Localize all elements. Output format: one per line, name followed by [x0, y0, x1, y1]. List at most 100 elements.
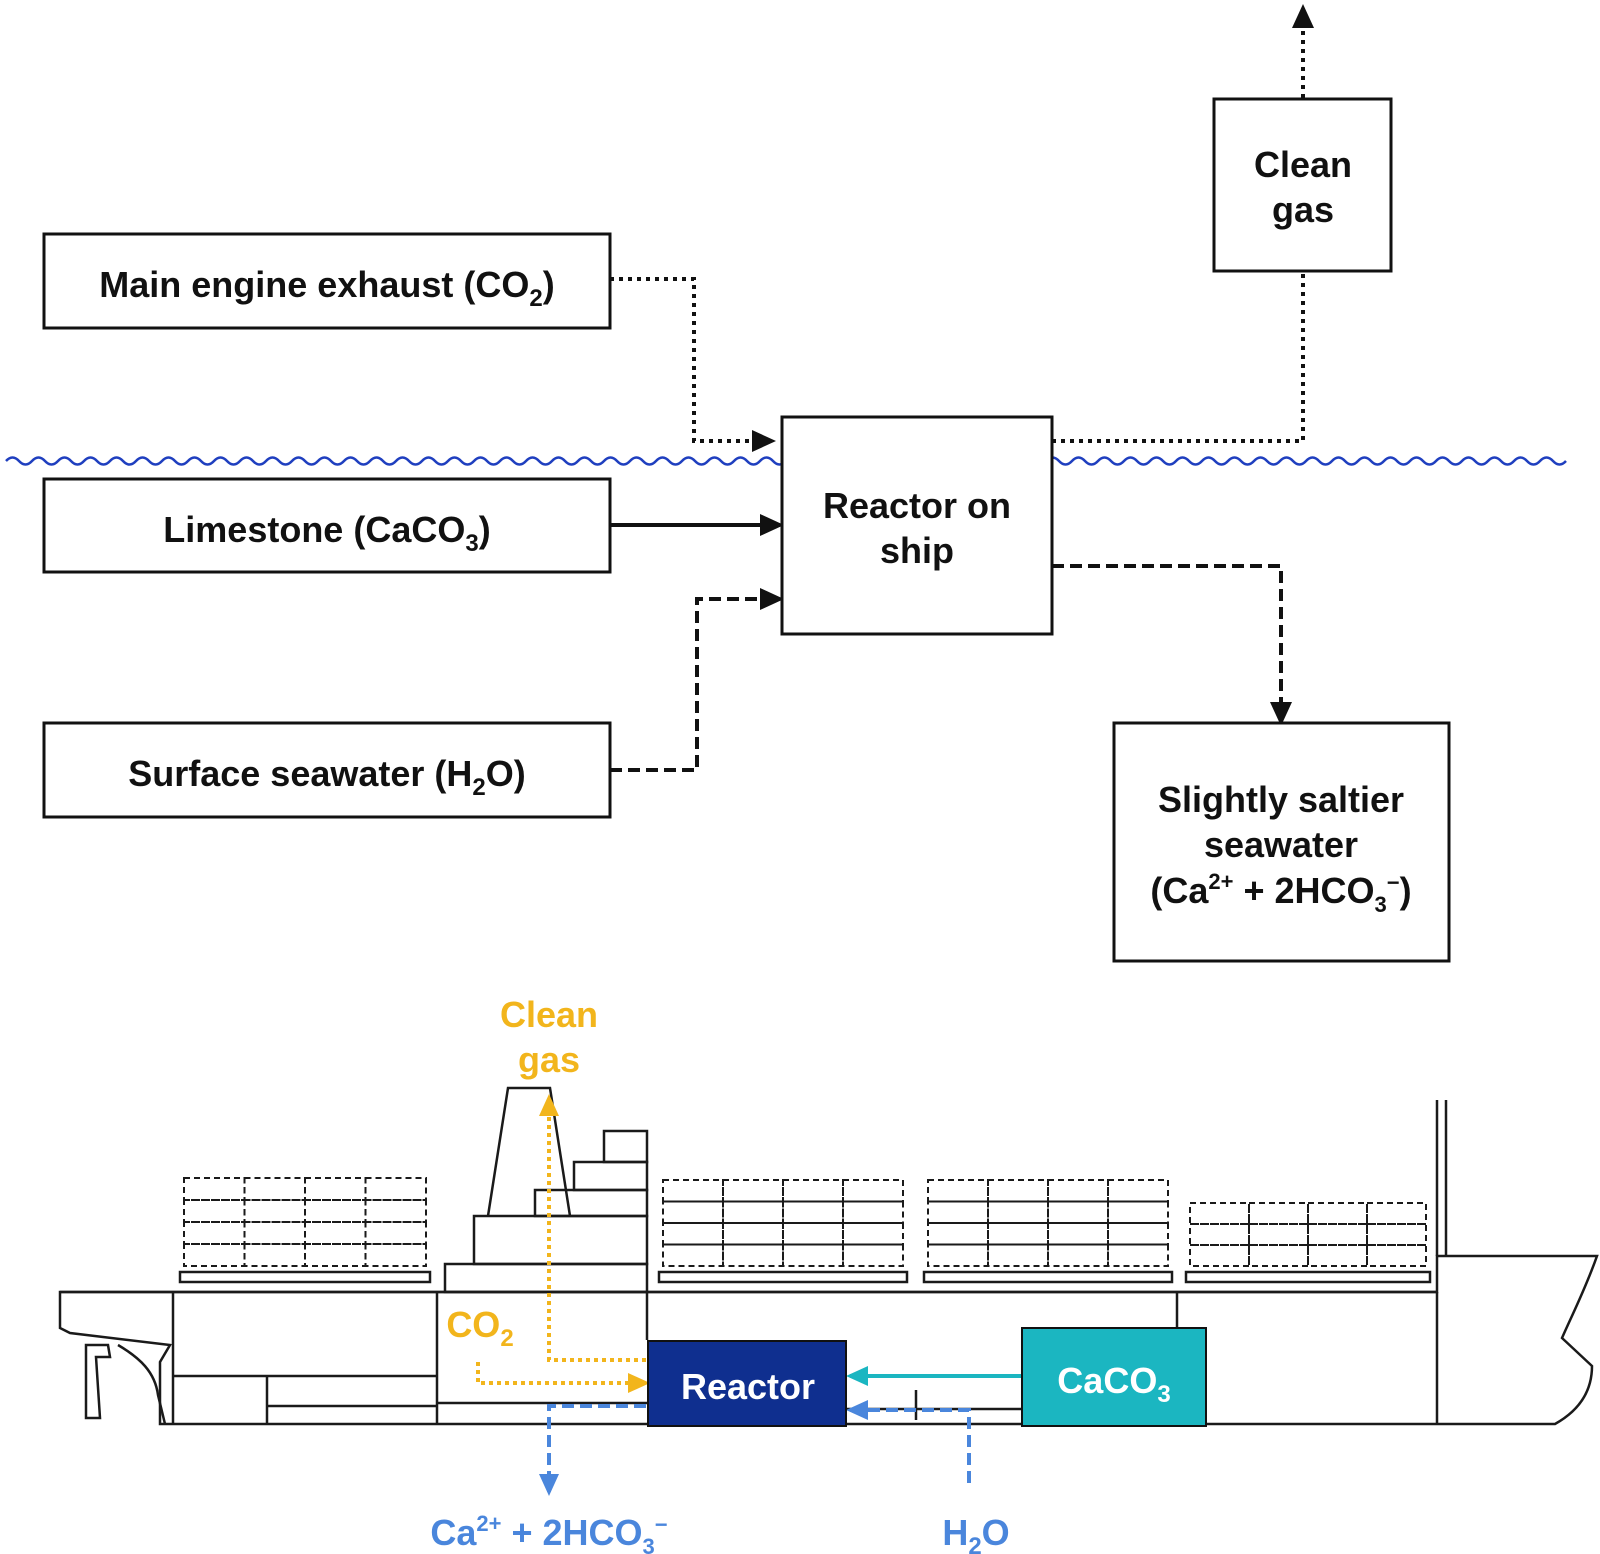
container — [987, 1200, 1049, 1224]
ship-hull — [58, 1254, 1599, 1426]
container — [662, 1222, 724, 1246]
container — [1248, 1223, 1309, 1246]
container — [722, 1243, 784, 1267]
ship-illustration — [58, 1086, 1599, 1426]
hatch-cover — [657, 1270, 909, 1284]
exhaust-box: Main engine exhaust (CO2) — [42, 232, 612, 330]
container — [183, 1221, 246, 1245]
container — [304, 1221, 367, 1245]
container — [782, 1200, 844, 1224]
container — [782, 1222, 844, 1246]
clean-gas-line1: Clean — [1254, 144, 1352, 185]
container — [1307, 1244, 1368, 1267]
container — [1366, 1202, 1427, 1225]
hatch-cover — [1184, 1270, 1432, 1284]
container — [364, 1177, 427, 1201]
container — [927, 1200, 989, 1224]
container — [243, 1243, 306, 1267]
container — [662, 1200, 724, 1224]
container — [364, 1243, 427, 1267]
container — [662, 1243, 724, 1267]
ship-caco3-label: CaCO3 — [1057, 1360, 1170, 1408]
container — [927, 1222, 989, 1246]
container — [1107, 1243, 1169, 1267]
limestone-label: Limestone (CaCO3) — [163, 509, 490, 557]
exhaust-to-reactor-arrow — [610, 277, 776, 452]
container — [927, 1179, 989, 1203]
container — [722, 1200, 784, 1224]
seawater-to-reactor-arrow — [610, 588, 784, 772]
container — [1366, 1223, 1427, 1246]
saltier-line1: Slightly saltier — [1158, 779, 1404, 820]
container — [183, 1243, 246, 1267]
container — [987, 1179, 1049, 1203]
ship-water-in-arrow — [846, 1400, 971, 1483]
container — [1047, 1243, 1109, 1267]
container — [842, 1200, 904, 1224]
hatch-cover — [178, 1270, 432, 1284]
container — [1189, 1244, 1250, 1267]
container — [1047, 1200, 1109, 1224]
ship-funnel — [486, 1086, 572, 1217]
ship-clean-gas-label-line1: Clean — [500, 994, 598, 1035]
saltier-line2: seawater — [1204, 824, 1358, 865]
container — [364, 1221, 427, 1245]
container — [183, 1177, 246, 1201]
clean-gas-box: Clean gas — [1212, 97, 1393, 273]
ship-water-label: H2O — [942, 1512, 1009, 1554]
container — [243, 1221, 306, 1245]
ship-clean-gas-label-line2: gas — [518, 1039, 580, 1080]
container — [243, 1177, 306, 1201]
container — [1307, 1202, 1368, 1225]
saltier-line3: (Ca2+ + 2HCO3−) — [1150, 869, 1411, 917]
reactor-to-saltier-seawater-arrow — [1052, 564, 1292, 726]
reactor-label-line2: ship — [880, 530, 954, 571]
ship-co2-label: CO2 — [446, 1304, 513, 1352]
container — [1248, 1202, 1309, 1225]
container — [782, 1179, 844, 1203]
ship-caco3-block: CaCO3 — [1021, 1327, 1207, 1427]
reactor-label-line1: Reactor on — [823, 485, 1011, 526]
container — [304, 1243, 367, 1267]
container — [304, 1199, 367, 1223]
container — [1047, 1222, 1109, 1246]
container — [1107, 1179, 1169, 1203]
ship-reactor-block: Reactor — [647, 1340, 847, 1427]
exhaust-label: Main engine exhaust (CO2) — [99, 264, 554, 312]
container — [722, 1179, 784, 1203]
ship-rudder — [84, 1343, 112, 1420]
container — [1047, 1179, 1109, 1203]
container — [1189, 1202, 1250, 1225]
container — [927, 1243, 989, 1267]
clean-gas-line2: gas — [1272, 189, 1334, 230]
container — [1107, 1200, 1169, 1224]
ship-saltier-water-out-arrow — [539, 1404, 646, 1496]
container — [364, 1199, 427, 1223]
container — [842, 1243, 904, 1267]
reactor-to-clean-gas-line — [1052, 272, 1305, 443]
reactor-box: Reactor on ship — [780, 415, 1054, 636]
container — [1189, 1223, 1250, 1246]
container — [987, 1243, 1049, 1267]
container — [304, 1177, 367, 1201]
seawater-box: Surface seawater (H2O) — [42, 721, 612, 819]
container — [722, 1222, 784, 1246]
ship-bicarbonate-label: Ca2+ + 2HCO3− — [430, 1511, 667, 1554]
container — [1366, 1244, 1427, 1267]
hatch-cover — [922, 1270, 1174, 1284]
container — [183, 1199, 246, 1223]
container — [662, 1179, 724, 1203]
ship-clean-gas-arrow — [539, 1094, 646, 1362]
container — [782, 1243, 844, 1267]
limestone-box: Limestone (CaCO3) — [42, 477, 612, 574]
saltier-seawater-box: Slightly saltier seawater (Ca2+ + 2HCO3−… — [1112, 721, 1451, 963]
container — [1107, 1222, 1169, 1246]
seawater-label: Surface seawater (H2O) — [128, 753, 526, 801]
container — [243, 1199, 306, 1223]
ship-exhaust-co2-arrow — [476, 1362, 650, 1393]
ship-reactor-label: Reactor — [681, 1366, 815, 1407]
container — [987, 1222, 1049, 1246]
container — [1248, 1244, 1309, 1267]
container-stacks — [178, 1177, 1432, 1284]
